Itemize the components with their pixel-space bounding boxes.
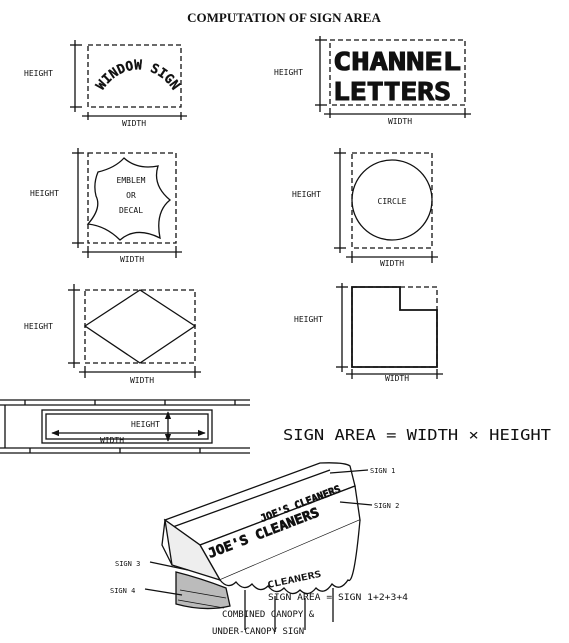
channel-letters-line1: CHANNEL	[333, 47, 461, 76]
emblem-text-2: OR	[126, 191, 136, 200]
emblem-text-1: EMBLEM	[117, 176, 146, 185]
page-title: COMPUTATION OF SIGN AREA	[187, 10, 381, 25]
canopy-area-formula: SIGN AREA = SIGN 1+2+3+4	[268, 593, 408, 603]
height-label-circle: HEIGHT	[292, 190, 321, 199]
canopy-caption-1: COMBINED CANOPY &	[222, 610, 315, 620]
channel-letters-figure	[315, 36, 471, 118]
emblem-text-3: DECAL	[119, 206, 143, 215]
width-label-circle: WIDTH	[380, 259, 404, 268]
width-label-diamond: WIDTH	[130, 376, 154, 385]
canopy-figure	[144, 462, 373, 632]
window-sign-text: WINDOW SIGN	[94, 59, 183, 94]
window-sign-figure: WINDOW SIGN	[70, 40, 187, 120]
l-shape-figure	[336, 283, 443, 379]
diamond-figure	[68, 284, 201, 378]
circle-text: CIRCLE	[378, 197, 407, 206]
width-label-channel: WIDTH	[388, 117, 412, 126]
sign-area-formula: SIGN AREA = WIDTH × HEIGHT	[283, 426, 551, 444]
sign-2-label: SIGN 2	[374, 502, 399, 510]
width-label-window: WIDTH	[122, 119, 146, 128]
emblem-figure	[72, 148, 182, 258]
sign-1-label: SIGN 1	[370, 467, 395, 475]
height-label-window: HEIGHT	[24, 69, 53, 78]
height-label-channel: HEIGHT	[274, 68, 303, 77]
canopy-caption-2: UNDER-CANOPY SIGN	[212, 627, 304, 637]
width-label-emblem: WIDTH	[120, 255, 144, 264]
height-label-lshape: HEIGHT	[294, 315, 323, 324]
circle-figure	[334, 148, 438, 263]
width-label-band: WIDTH	[100, 436, 124, 445]
sign-3-label: SIGN 3	[115, 560, 140, 568]
sign-4-label: SIGN 4	[110, 587, 135, 595]
storefront-band-figure	[0, 399, 250, 454]
width-label-lshape: WIDTH	[385, 374, 409, 383]
height-label-band: HEIGHT	[131, 420, 160, 429]
height-label-emblem: HEIGHT	[30, 189, 59, 198]
height-label-diamond: HEIGHT	[24, 322, 53, 331]
channel-letters-line2: LETTERS	[333, 77, 451, 106]
